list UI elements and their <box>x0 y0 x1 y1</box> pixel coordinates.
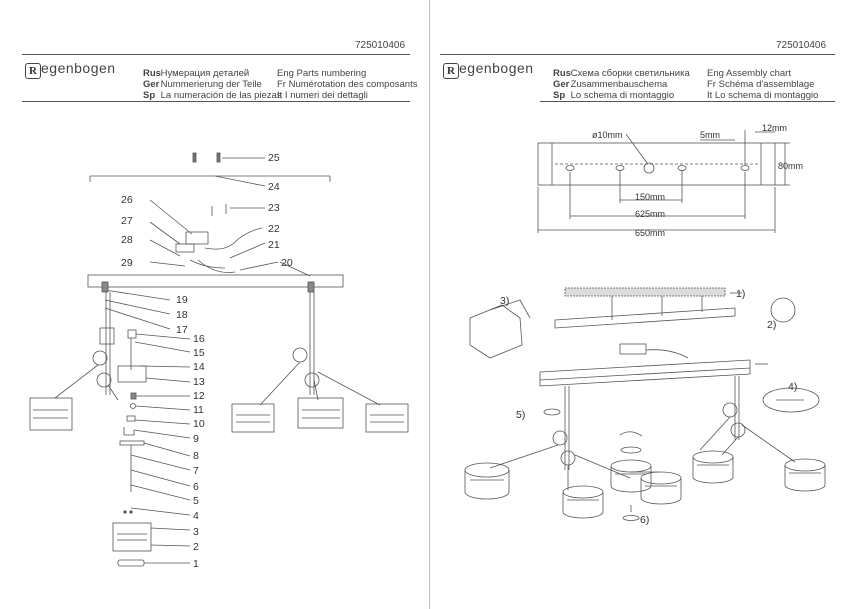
header-row-ger: Ger Nummerierung der Teile <box>143 79 262 90</box>
header-row-rus: Rus Схема сборки светильника <box>553 68 690 79</box>
dim-12mm-label: 12mm <box>762 123 788 133</box>
dim-5mm-label: 5mm <box>700 130 720 140</box>
part-label-29: 29 <box>121 257 133 269</box>
part-label-13: 13 <box>193 376 205 388</box>
part-label-2: 2 <box>193 541 199 553</box>
header-row-fr: Fr Schéma d'assemblage <box>707 79 815 90</box>
part-label-14: 14 <box>193 361 205 373</box>
part-label-24: 24 <box>268 181 280 193</box>
part-label-3: 3 <box>193 526 199 538</box>
part-label-11: 11 <box>193 404 204 416</box>
step-label-6: 6) <box>640 514 650 526</box>
step-label-1: 1) <box>736 288 746 300</box>
header-row-it: It Lo schema di montaggio <box>707 90 819 101</box>
brand-logo-icon: R <box>25 63 41 79</box>
header-row-rus: Rus Нумерация деталей <box>143 68 250 79</box>
parts-numbering-page: 725010406 R egenbogen Rus Нумерация дета… <box>22 40 417 570</box>
brand-name: egenbogen <box>459 60 534 76</box>
exploded-view-drawing <box>29 152 409 567</box>
brand-logo-icon: R <box>443 63 459 79</box>
part-label-16: 16 <box>193 333 205 345</box>
step-label-4: 4) <box>788 381 798 393</box>
header-row-eng: Eng Assembly chart <box>707 68 791 79</box>
header-titles: Rus Нумерация деталей Ger Nummerierung d… <box>143 68 282 101</box>
part-label-1: 1 <box>193 558 199 570</box>
dim-150mm-label: 150mm <box>635 192 666 202</box>
page-fold-divider <box>429 0 430 609</box>
part-label-20: 20 <box>281 257 293 269</box>
header-rule <box>440 54 835 55</box>
assembly-chart-page: 725010406 R egenbogen Rus Схема сборки с… <box>430 0 860 609</box>
step-label-3: 3) <box>500 295 510 307</box>
part-label-19: 19 <box>176 294 188 306</box>
part-label-18: 18 <box>176 309 188 321</box>
header-row-fr: Fr Numérotation des composants <box>277 79 418 90</box>
header-titles-2: Eng Parts numbering Fr Numérotation des … <box>277 68 417 101</box>
part-label-23: 23 <box>268 202 280 214</box>
header-rule-bottom <box>540 101 835 102</box>
part-label-17: 17 <box>176 324 188 336</box>
part-label-6: 6 <box>193 481 199 493</box>
header-rule <box>22 54 410 55</box>
dim-625mm-label: 625mm <box>635 209 666 219</box>
part-label-7: 7 <box>193 465 199 477</box>
product-code: 725010406 <box>355 40 406 51</box>
part-label-26: 26 <box>121 194 133 206</box>
part-label-21: 21 <box>268 239 280 251</box>
dim-80mm-label: 80mm <box>778 161 804 171</box>
product-code: 725010406 <box>776 40 827 51</box>
hole-diameter-label: ø10mm <box>592 130 623 140</box>
step-label-5: 5) <box>516 409 526 421</box>
part-label-4: 4 <box>193 510 199 522</box>
part-label-10: 10 <box>193 418 205 430</box>
header-row-eng: Eng Parts numbering <box>277 68 367 79</box>
header-titles: Rus Схема сборки светильника Ger Zusamme… <box>553 68 690 101</box>
part-label-5: 5 <box>193 495 199 507</box>
header-rule-bottom <box>22 101 410 102</box>
part-label-12: 12 <box>193 390 205 402</box>
part-label-22: 22 <box>268 223 280 235</box>
part-label-25: 25 <box>268 152 280 164</box>
part-label-15: 15 <box>193 347 205 359</box>
header-row-sp: Sp La numeración de las piezas <box>143 90 282 101</box>
part-label-28: 28 <box>121 234 133 246</box>
assembly-drawing <box>464 130 826 521</box>
dim-650mm-label: 650mm <box>635 228 666 238</box>
part-label-27: 27 <box>121 215 133 227</box>
step-label-2: 2) <box>767 319 777 331</box>
header-row-sp: Sp Lo schema di montaggio <box>553 90 675 101</box>
header-row-ger: Ger Zusammenbauschema <box>553 79 668 90</box>
part-label-9: 9 <box>193 433 199 445</box>
brand-name: egenbogen <box>41 60 116 76</box>
header-titles-2: Eng Assembly chart Fr Schéma d'assemblag… <box>707 68 818 101</box>
part-label-8: 8 <box>193 450 199 462</box>
header-row-it: It I numeri dei dettagli <box>277 90 368 101</box>
